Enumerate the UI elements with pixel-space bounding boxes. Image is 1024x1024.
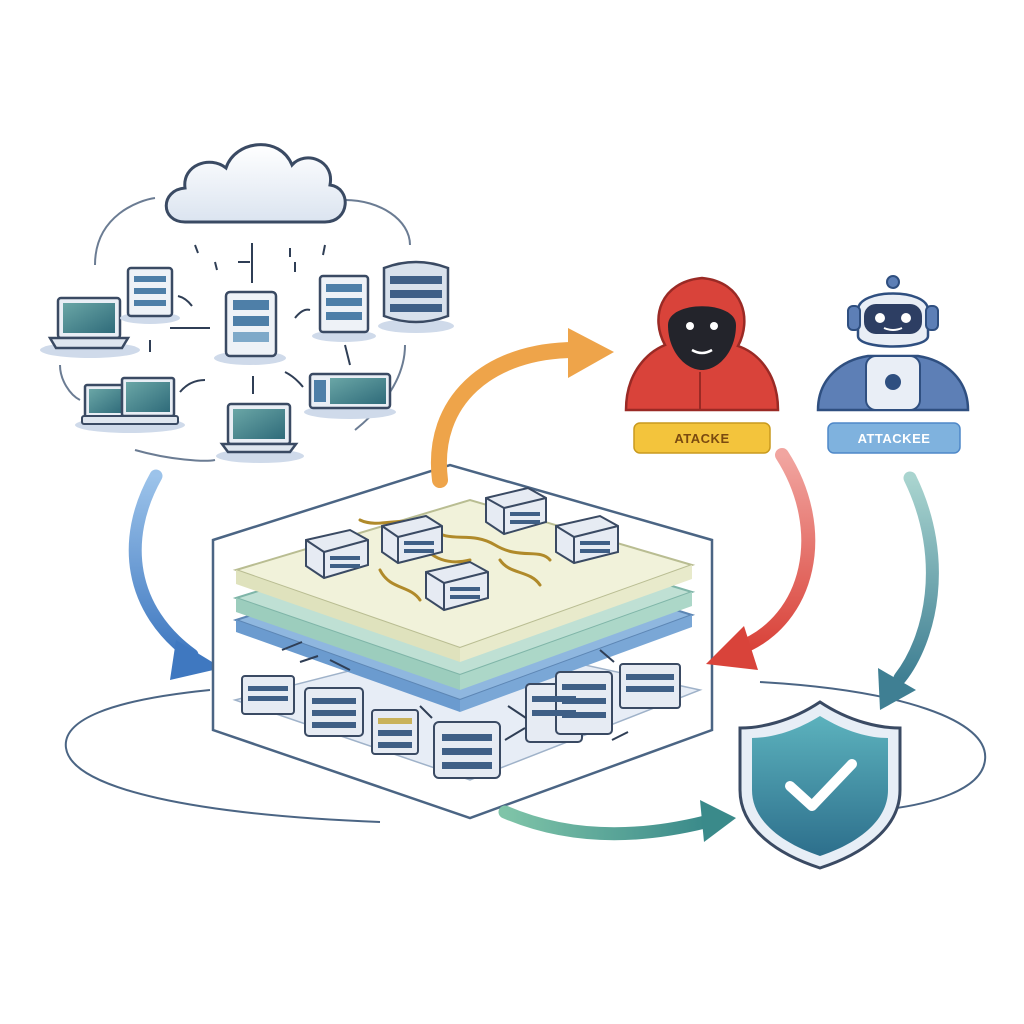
desktop-monitor-icon — [75, 376, 185, 433]
robot-agent-icon — [816, 275, 970, 412]
defender-figure: ATTACKEE — [816, 275, 970, 454]
laptop-icon — [216, 402, 304, 463]
cluster-boundary — [59, 197, 411, 462]
defense-arrow — [893, 471, 939, 685]
desktop-monitor-icon — [304, 372, 396, 419]
arrow-head — [568, 328, 614, 378]
network-cluster — [40, 143, 454, 463]
exfiltration-arrow — [430, 342, 583, 488]
breach-crack — [358, 518, 552, 602]
attacker-label: ATACKE — [674, 431, 729, 446]
protection-arrow — [498, 805, 712, 841]
arrow-head — [700, 800, 736, 842]
shield-check-icon — [738, 700, 902, 870]
server-node — [619, 663, 681, 709]
hooded-hacker-icon — [624, 276, 780, 412]
server-node — [304, 687, 364, 737]
cluster-dashes — [149, 243, 351, 394]
server-rack-icon — [312, 274, 376, 342]
server-node — [381, 514, 443, 565]
arrow-head — [878, 668, 916, 710]
attacker-badge — [633, 422, 771, 454]
server-node — [433, 721, 501, 779]
orbit-ring — [64, 689, 381, 823]
server-node — [555, 514, 619, 565]
check-mark-icon — [785, 759, 857, 811]
tower-server-icon — [214, 290, 286, 365]
attack-arrow — [733, 448, 816, 655]
server-node — [371, 709, 419, 755]
server-node — [425, 560, 489, 612]
attacker-figure: ATACKE — [624, 276, 780, 454]
laptop-icon — [40, 296, 140, 358]
layered-platform — [211, 463, 714, 820]
orbit-ring — [759, 681, 987, 811]
arrow-head — [170, 640, 222, 680]
server-node — [525, 671, 613, 743]
cloud-icon — [164, 143, 347, 224]
defender-label: ATTACKEE — [858, 431, 931, 446]
server-rack-icon — [120, 266, 180, 324]
storage-array-icon — [378, 260, 454, 333]
arrow-head — [706, 626, 758, 670]
server-node — [485, 486, 547, 536]
defender-badge — [827, 422, 961, 454]
server-node — [305, 528, 369, 580]
server-node — [241, 675, 295, 715]
data-flow-arrow — [128, 469, 199, 662]
